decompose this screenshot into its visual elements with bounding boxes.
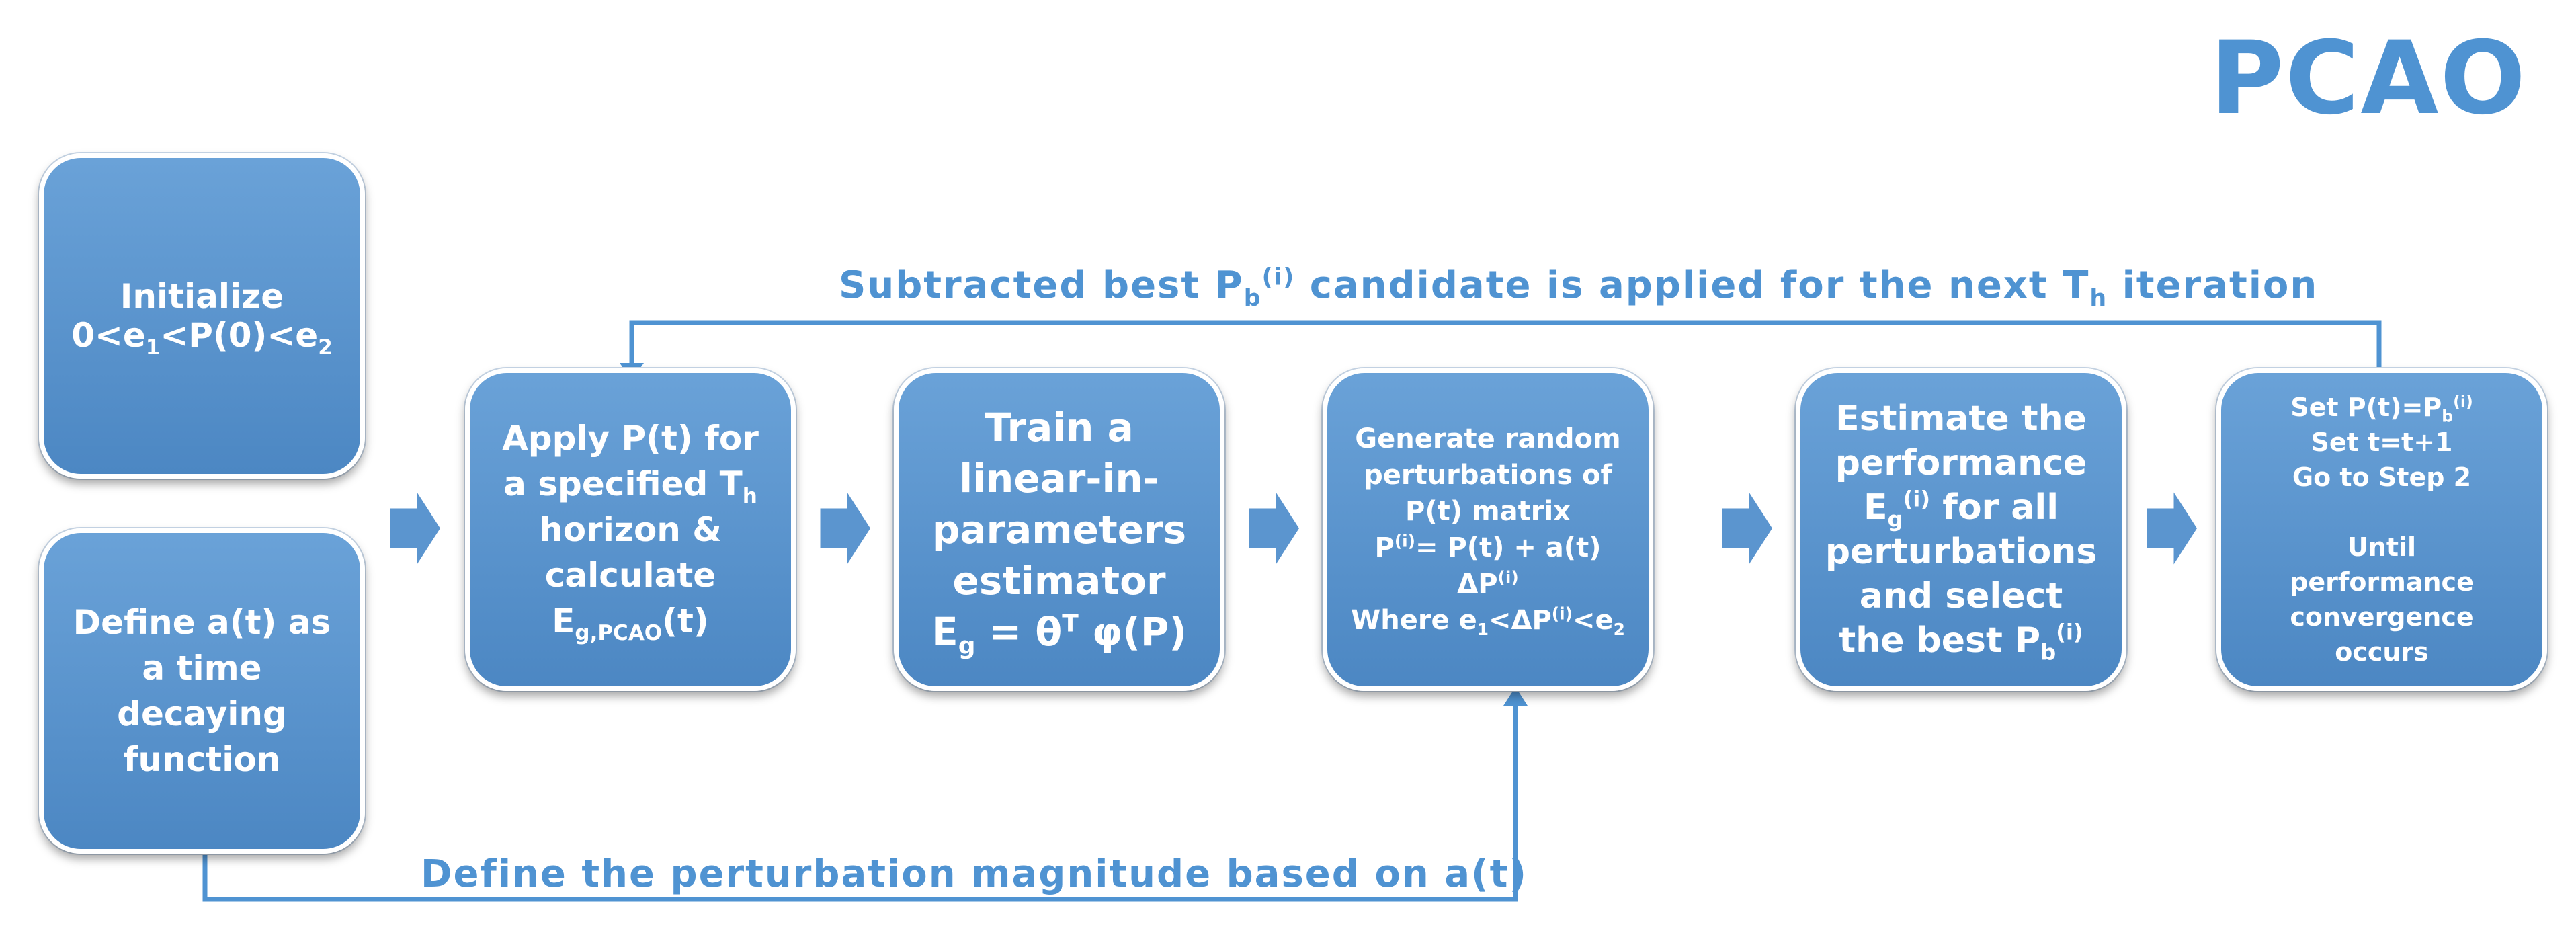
arrow-right-icon <box>1718 481 1776 575</box>
set-line-5: performance <box>2290 567 2474 597</box>
perturbation-connector <box>202 700 1518 902</box>
generate-constraint: Where e1<ΔP(i)<e2 <box>1351 604 1625 639</box>
estimate-box: Estimate the performance Eg(i) for all p… <box>1796 368 2126 691</box>
estimate-line-2: performance <box>1835 443 2087 483</box>
initialize-condition: 0<e1<P(0)<e2 <box>71 316 333 360</box>
generate-formula: P(i)= P(t) + a(t) ΔP(i) <box>1374 531 1602 600</box>
apply-box: Apply P(t) for a specified Th horizon & … <box>465 368 796 691</box>
estimate-line-6: the best Pb(i) <box>1839 619 2083 665</box>
train-line-2: linear-in- <box>959 456 1159 501</box>
arrow-right-icon <box>2143 481 2201 575</box>
train-line-3: parameters <box>931 507 1187 552</box>
train-formula: Eg = θT φ(P) <box>931 609 1187 660</box>
estimate-line-5: and select <box>1859 576 2063 616</box>
apply-line-4: calculate <box>544 556 716 595</box>
initialize-title: Initialize <box>120 277 284 316</box>
define-line-2: a time <box>142 649 262 688</box>
page-title: PCAO <box>2210 20 2527 137</box>
train-box: Train a linear-in- parameters estimator … <box>894 368 1224 691</box>
estimate-line-1: Estimate the <box>1835 399 2087 439</box>
train-line-4: estimator <box>952 558 1166 604</box>
estimate-line-3: Eg(i) for all <box>1863 486 2059 532</box>
perturbation-label: Define the perturbation magnitude based … <box>421 852 1528 896</box>
arrow-right-icon <box>817 481 874 575</box>
apply-line-2: a specified Th <box>503 464 757 508</box>
generate-line-2: perturbations of <box>1364 460 1612 491</box>
estimate-line-4: perturbations <box>1825 532 2097 572</box>
apply-line-5: Eg,PCAO(t) <box>552 602 709 645</box>
set-line-7: occurs <box>2335 637 2429 667</box>
arrow-right-icon <box>386 481 444 575</box>
set-line-4: Until <box>2347 532 2417 562</box>
apply-line-1: Apply P(t) for <box>502 419 759 458</box>
feedback-connector <box>629 320 2382 368</box>
define-line-4: function <box>123 740 281 779</box>
set-box: Set P(t)=Pb(i) Set t=t+1 Go to Step 2 Un… <box>2216 368 2547 691</box>
set-line-6: convergence <box>2290 602 2474 632</box>
set-spacer <box>2239 495 2525 530</box>
generate-line-3: P(t) matrix <box>1405 496 1571 527</box>
define-line-3: decaying <box>117 694 287 733</box>
train-line-1: Train a <box>985 405 1134 450</box>
apply-line-3: horizon & <box>539 510 722 549</box>
define-line-1: Define a(t) as <box>73 603 331 642</box>
generate-box: Generate random perturbations of P(t) ma… <box>1323 368 1653 691</box>
perturbation-arrowhead <box>1503 687 1528 706</box>
generate-line-1: Generate random <box>1355 423 1621 454</box>
feedback-label: Subtracted best Pb(i) candidate is appli… <box>839 263 2319 313</box>
set-line-3: Go to Step 2 <box>2292 462 2472 492</box>
initialize-box: Initialize 0<e1<P(0)<e2 <box>39 153 365 479</box>
set-line-2: Set t=t+1 <box>2311 427 2453 457</box>
define-box: Define a(t) as a time decaying function <box>39 528 365 854</box>
set-line-1: Set P(t)=Pb(i) <box>2290 392 2473 426</box>
arrow-right-icon <box>1245 481 1303 575</box>
